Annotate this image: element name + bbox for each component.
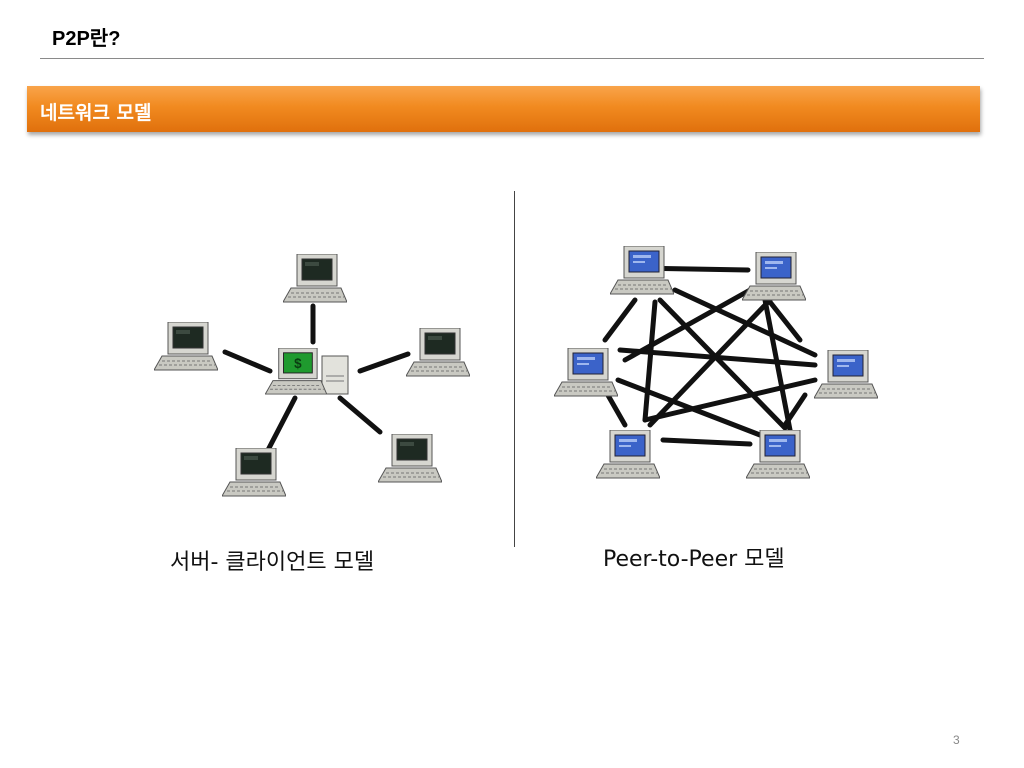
peer-computer (554, 348, 618, 397)
peer-computer (610, 246, 674, 295)
title-divider (40, 58, 984, 59)
p2p-diagram (554, 246, 878, 479)
link-line (265, 395, 298, 453)
diagram-divider (514, 191, 515, 547)
slide-title: P2P란? (52, 28, 121, 50)
section-header-bar: 네트워크 모델 (27, 86, 980, 132)
client-server-caption: 서버- 클라이언트 모델 (170, 550, 375, 575)
section-header-label: 네트워크 모델 (40, 102, 152, 124)
client-computer (378, 434, 442, 483)
client-computer (222, 448, 286, 497)
client-computer (283, 254, 347, 303)
server-computer: $ (265, 348, 349, 395)
server-dollar-label: $ (294, 356, 302, 371)
peer-computer (746, 430, 810, 479)
link-line (357, 351, 411, 374)
page-number: 3 (953, 733, 960, 747)
client-computer (406, 328, 470, 377)
peer-computer (742, 252, 806, 301)
link-line (222, 349, 273, 374)
client-server-diagram: $ (154, 254, 470, 497)
link-line (337, 395, 383, 435)
peer-computer (596, 430, 660, 479)
peer-computer (814, 350, 878, 399)
p2p-caption: Peer-to-Peer 모델 (603, 547, 785, 572)
client-computer (154, 322, 218, 371)
